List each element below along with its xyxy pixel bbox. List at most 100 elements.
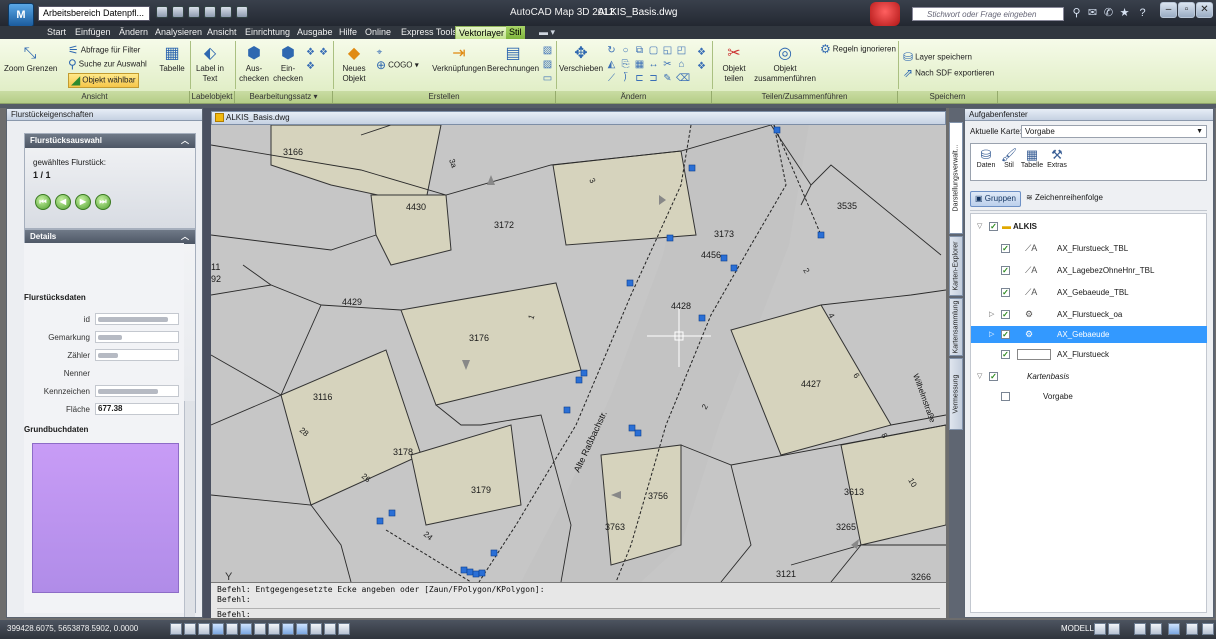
- tab-ansicht[interactable]: Ansicht: [207, 27, 237, 37]
- expand-toggle-icon[interactable]: ▷: [989, 331, 995, 338]
- tab-display-manager[interactable]: Darstellungsverwalt...: [949, 122, 963, 234]
- tab-survey[interactable]: Vermessung: [949, 358, 963, 430]
- maximize-button[interactable]: ▫: [1178, 2, 1195, 18]
- grid-display-toggle[interactable]: [198, 623, 210, 635]
- label-to-text-button[interactable]: ⬖ Label in Text: [193, 45, 227, 84]
- layer-row[interactable]: ✓ ⟋A AX_Gebaeude_TBL: [971, 284, 1207, 301]
- layer-visibility-checkbox[interactable]: ✓: [1001, 310, 1010, 319]
- data-button[interactable]: ⛁Daten: [974, 147, 998, 169]
- save-icon[interactable]: [188, 6, 200, 18]
- collapse-icon[interactable]: ︿: [181, 232, 189, 241]
- snap-mode-toggle[interactable]: [184, 623, 196, 635]
- object-snap-tracking-toggle[interactable]: [268, 623, 280, 635]
- tab-online[interactable]: Online: [365, 27, 392, 37]
- search-selection-button[interactable]: ⚲Suche zur Auswahl: [68, 58, 147, 71]
- connections-button[interactable]: ⇥ Verknüpfungen: [430, 45, 488, 74]
- details-header[interactable]: Details ︿: [25, 230, 195, 244]
- layer-row[interactable]: ✓ AX_Flurstueck: [971, 346, 1207, 363]
- tab-start[interactable]: Start: [47, 27, 67, 37]
- modify-rotate-icon[interactable]: ↻: [607, 45, 616, 56]
- map-canvas[interactable]: 3166 4430 3172 3173 3535 4456 4428 4429 …: [211, 125, 946, 582]
- layer-visibility-checkbox[interactable]: ✓: [989, 372, 998, 381]
- ortho-mode-toggle[interactable]: [212, 623, 224, 635]
- tab-hilfe[interactable]: Hilfe: [339, 27, 358, 37]
- layer-visibility-checkbox[interactable]: ✓: [1001, 350, 1010, 359]
- minimize-button[interactable]: –: [1160, 2, 1177, 18]
- layer-row[interactable]: ✓ ⟋A AX_Flurstueck_TBL: [971, 240, 1207, 257]
- create-tool-icon[interactable]: ▭: [542, 73, 553, 84]
- filter-query-button[interactable]: ⚟Abfrage für Filter: [68, 44, 140, 57]
- create-tool-icon[interactable]: ▨: [542, 59, 553, 70]
- prev-parcel-button[interactable]: ◀: [55, 194, 71, 210]
- details-scrollbar[interactable]: [184, 401, 195, 617]
- search-input[interactable]: Stichwort oder Frage eingeben: [912, 7, 1064, 21]
- kennzeichen-field[interactable]: [95, 385, 179, 397]
- dynamic-ucs-toggle[interactable]: [282, 623, 294, 635]
- modify-trim-icon[interactable]: ✂: [663, 59, 672, 70]
- layer-group-row[interactable]: ▽ ✓ ▬ ALKIS: [971, 218, 1207, 235]
- 3d-osnap-toggle[interactable]: [254, 623, 266, 635]
- last-parcel-button[interactable]: ⏭: [95, 194, 111, 210]
- open-icon[interactable]: [172, 6, 184, 18]
- modify-box-icon[interactable]: ▢: [648, 45, 659, 56]
- tab-map-explorer[interactable]: Karten-Explorer: [949, 236, 963, 296]
- modify-erase-icon[interactable]: ⌫: [676, 73, 691, 84]
- new-icon[interactable]: [156, 6, 168, 18]
- search-binoculars-icon[interactable]: ⚲: [1072, 7, 1081, 19]
- modify-polyline-icon[interactable]: ⌂: [678, 59, 685, 70]
- model-layout-icon[interactable]: [1094, 623, 1106, 635]
- layer-visibility-checkbox[interactable]: ✓: [1001, 244, 1010, 253]
- print-icon[interactable]: [204, 6, 216, 18]
- subtab-groups[interactable]: ▣ Gruppen: [970, 191, 1021, 207]
- layer-row[interactable]: ✓ ⟋A AX_LagebezOhneHnr_TBL: [971, 262, 1207, 279]
- move-button[interactable]: ✥ Verschieben: [559, 45, 603, 74]
- first-parcel-button[interactable]: ⏮: [35, 194, 51, 210]
- modify-array-icon[interactable]: ▦: [634, 59, 645, 70]
- app-menu-button[interactable]: M: [8, 3, 34, 27]
- modify-join-icon[interactable]: ⊐: [649, 73, 658, 84]
- dynamic-input-toggle[interactable]: [296, 623, 308, 635]
- favorites-icon[interactable]: ★: [1119, 7, 1130, 19]
- command-input[interactable]: Befehl:: [217, 608, 940, 620]
- modify-shape-icon[interactable]: ◱: [662, 45, 673, 56]
- create-tool-icon[interactable]: ▧: [542, 45, 553, 56]
- ribbon-options-icon[interactable]: ▬ ▾: [539, 27, 556, 37]
- collapse-icon[interactable]: ︿: [181, 136, 189, 145]
- checkout-button[interactable]: ⬢ Aus- checken: [238, 45, 270, 84]
- tab-stil[interactable]: Stil: [506, 26, 525, 39]
- split-object-button[interactable]: ✂ Objekt teilen: [717, 45, 751, 84]
- checkin-button[interactable]: ⬢ Ein- checken: [272, 45, 304, 84]
- expand-toggle-icon[interactable]: ▷: [989, 311, 995, 318]
- vertex-markers[interactable]: [376, 126, 825, 578]
- cadastral-map[interactable]: 3166 4430 3172 3173 3535 4456 4428 4429 …: [211, 125, 946, 582]
- tab-aendern[interactable]: Ändern: [119, 27, 149, 37]
- tab-analysieren[interactable]: Analysieren: [155, 27, 203, 37]
- communication-icon[interactable]: ✆: [1103, 7, 1114, 19]
- modify-stretch-icon[interactable]: ↔: [648, 59, 659, 70]
- modify-circle-icon[interactable]: ○: [622, 45, 629, 56]
- tab-map-book[interactable]: Kartensammlung: [949, 298, 963, 356]
- undo-icon[interactable]: [220, 6, 232, 18]
- command-line[interactable]: Befehl: Entgegengesetzte Ecke angeben od…: [211, 582, 946, 620]
- merge-object-button[interactable]: ◎ Objekt zusammenführen: [752, 45, 818, 84]
- gemarkung-field[interactable]: [95, 331, 179, 343]
- model-space-button[interactable]: MODELL: [1061, 624, 1094, 633]
- ignore-rules-button[interactable]: ⚙Regeln ignorieren: [820, 43, 896, 56]
- annotation-scale-icon[interactable]: [1134, 623, 1146, 635]
- selectable-toggle[interactable]: ◢Objekt wählbar: [68, 73, 139, 88]
- layer-visibility-checkbox[interactable]: ✓: [1001, 288, 1010, 297]
- lineweight-toggle[interactable]: [310, 623, 322, 635]
- edit-set-tool-icon[interactable]: ❖: [319, 47, 328, 58]
- layout-icon[interactable]: [1108, 623, 1120, 635]
- layer-visibility-checkbox[interactable]: [1001, 392, 1010, 401]
- close-button[interactable]: ✕: [1196, 2, 1213, 18]
- workspace-switch-icon[interactable]: [1150, 623, 1162, 635]
- help-icon[interactable]: ?: [1139, 7, 1146, 19]
- current-map-select[interactable]: Vorgabe ▼: [1021, 125, 1207, 138]
- feature-tool-icon[interactable]: ⌖: [376, 47, 383, 58]
- quick-properties-toggle[interactable]: [338, 623, 350, 635]
- expand-toggle-icon[interactable]: ▽: [977, 223, 983, 230]
- modify-scale-icon[interactable]: ⧉: [635, 45, 644, 56]
- quick-access-menu-icon[interactable]: [236, 6, 248, 18]
- edit-set-tool-icon[interactable]: ❖: [306, 47, 315, 58]
